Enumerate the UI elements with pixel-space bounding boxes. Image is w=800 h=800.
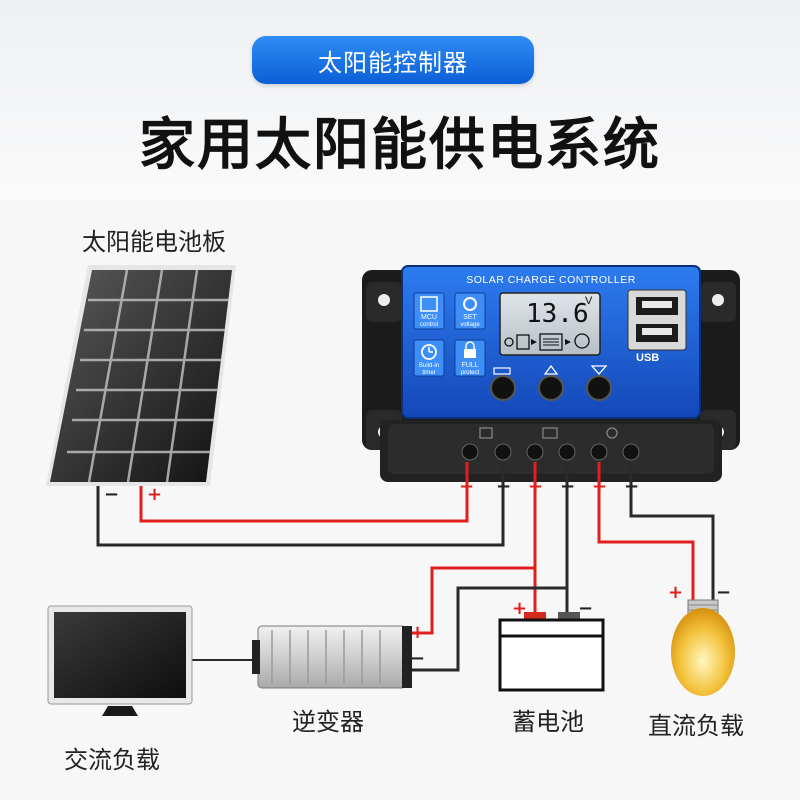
page-title: 家用太阳能供电系统 — [139, 113, 661, 178]
menu-button[interactable] — [490, 375, 516, 401]
svg-text:SET: SET — [463, 314, 477, 321]
up-arrow-icon — [543, 364, 559, 375]
down-button[interactable] — [586, 375, 612, 401]
usb-ports — [627, 289, 687, 351]
battery-plus-mark: + — [512, 598, 527, 619]
mcu-icon: MCU control — [413, 292, 445, 330]
protect-icon: FULL protect — [454, 339, 486, 377]
solar-panel-label: 太阳能电池板 — [82, 228, 226, 256]
light-bulb — [671, 599, 735, 696]
load-minus-mark: − — [624, 476, 639, 497]
lcd-unit: V — [585, 295, 593, 307]
ac-load-label: 交流负载 — [64, 746, 160, 774]
controller-panel-title: SOLAR CHARGE CONTROLLER — [466, 274, 636, 286]
timer-icon: Build-in timer — [413, 339, 445, 377]
bulb-plus-mark: + — [668, 582, 683, 603]
up-button[interactable] — [538, 375, 564, 401]
menu-button-icon — [493, 367, 511, 375]
svg-text:voltage: voltage — [460, 322, 480, 328]
bulb-minus-mark: − — [716, 582, 731, 603]
lcd-flow-icons — [504, 333, 590, 351]
bat-plus-mark: + — [528, 476, 543, 497]
polarity-marks: − + + − + − + − + − + − + − — [104, 476, 731, 669]
solar-panel — [46, 265, 236, 486]
category-badge: 太阳能控制器 — [252, 36, 534, 84]
set-icon: SET voltage — [454, 292, 486, 330]
battery-minus-mark: − — [578, 598, 593, 619]
solar-plus-mark: + — [147, 484, 162, 505]
svg-text:control: control — [420, 322, 438, 328]
terminal-group-icons — [479, 427, 618, 439]
inverter-plus-mark: + — [410, 622, 425, 643]
svg-text:timer: timer — [422, 370, 435, 376]
solar-minus-mark: − — [104, 484, 119, 505]
pv-minus-mark: − — [496, 476, 511, 497]
svg-text:FULL: FULL — [461, 362, 478, 369]
inverter-minus-mark: − — [410, 648, 425, 669]
tv-monitor — [47, 605, 193, 716]
down-arrow-icon — [590, 365, 608, 375]
wiring — [96, 462, 715, 672]
dc-load-label: 直流负载 — [648, 712, 744, 740]
svg-text:MCU: MCU — [421, 314, 437, 321]
bat-minus-mark: − — [560, 476, 575, 497]
lcd-voltage-value: 13.6 — [526, 299, 589, 329]
battery — [498, 612, 605, 692]
load-plus-mark: + — [592, 476, 607, 497]
header-background — [0, 0, 800, 200]
usb-label: USB — [636, 352, 659, 364]
svg-text:Build-in: Build-in — [419, 363, 439, 369]
inverter-label: 逆变器 — [292, 708, 364, 736]
battery-label: 蓄电池 — [512, 708, 584, 736]
svg-text:protect: protect — [461, 370, 480, 376]
pv-plus-mark: + — [459, 476, 474, 497]
terminal-screws — [461, 443, 640, 461]
inverter — [252, 625, 412, 689]
